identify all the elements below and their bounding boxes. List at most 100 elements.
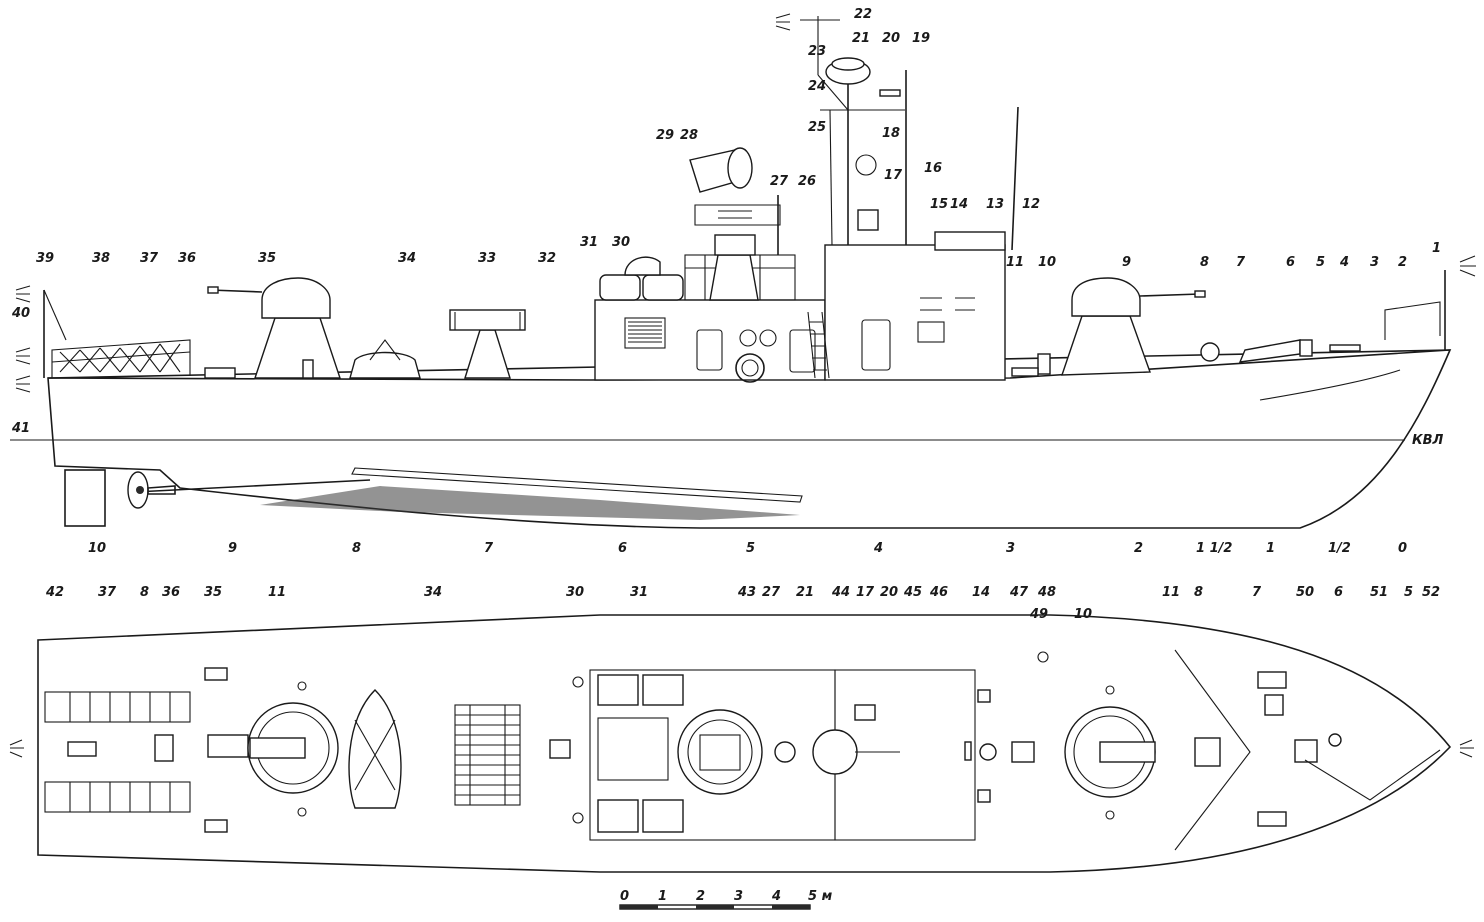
plan-callout-15: 45 bbox=[903, 585, 922, 600]
side-callout-6: 7 bbox=[1236, 255, 1246, 270]
deck-outline bbox=[37, 614, 1452, 873]
station-11: 1/2 bbox=[1328, 541, 1351, 556]
aft-gun-turret bbox=[207, 277, 341, 379]
side-callout-0: 1 bbox=[1432, 241, 1441, 256]
superstructure bbox=[594, 231, 1006, 383]
side-callout-22: 23 bbox=[808, 44, 826, 59]
plan-callout-2: 8 bbox=[140, 585, 149, 600]
fwd-gun-turret bbox=[1061, 277, 1206, 376]
plan-callout-27: 51 bbox=[1370, 585, 1388, 600]
plan-callout-8: 31 bbox=[630, 585, 648, 600]
propeller bbox=[127, 471, 176, 509]
side-callout-12: 13 bbox=[986, 197, 1004, 212]
side-callout-30: 31 bbox=[580, 235, 598, 250]
scale-tick-0: 0 bbox=[620, 889, 629, 904]
side-callout-20: 21 bbox=[852, 31, 870, 46]
side-callout-27: 28 bbox=[680, 128, 698, 143]
light-rays bbox=[15, 13, 1476, 393]
side-callout-11: 12 bbox=[1022, 197, 1040, 212]
scale-tick-1: 1 bbox=[658, 889, 667, 904]
side-callout-21: 22 bbox=[854, 7, 872, 22]
side-callout-10: 11 bbox=[1006, 255, 1024, 270]
plan-callout-13: 17 bbox=[856, 585, 875, 600]
plan-callout-1: 37 bbox=[98, 585, 117, 600]
scale-tick-2: 2 bbox=[696, 889, 705, 904]
plan-callout-3: 36 bbox=[162, 585, 180, 600]
plan-callout-5: 11 bbox=[268, 585, 286, 600]
side-callout-35: 36 bbox=[178, 251, 196, 266]
side-callout-2: 3 bbox=[1370, 255, 1379, 270]
plan-callout-28: 5 bbox=[1404, 585, 1413, 600]
side-callout-26: 27 bbox=[770, 174, 789, 189]
plan-callout-0: 42 bbox=[45, 585, 64, 600]
plan-callout-12: 44 bbox=[831, 585, 850, 600]
bow-line bbox=[1259, 369, 1401, 401]
station-10: 1 bbox=[1266, 541, 1275, 556]
plan-callout-10: 27 bbox=[762, 585, 781, 600]
whip-antenna bbox=[1011, 106, 1019, 251]
keel-shading bbox=[260, 486, 800, 520]
side-callout-8: 9 bbox=[1122, 255, 1131, 270]
deck-ladders-plan bbox=[454, 704, 521, 806]
side-callout-4: 5 bbox=[1316, 255, 1325, 270]
prop-shaft bbox=[134, 479, 371, 493]
station-8: 2 bbox=[1134, 541, 1143, 556]
side-callout-25: 26 bbox=[798, 174, 816, 189]
plan-callout-14: 20 bbox=[880, 585, 898, 600]
plan-callout-21: 10 bbox=[1074, 607, 1092, 622]
side-callout-29: 30 bbox=[612, 235, 630, 250]
plan-callout-17: 14 bbox=[972, 585, 990, 600]
bow-fittings-plan bbox=[1174, 649, 1441, 851]
side-callout-1: 2 bbox=[1398, 255, 1407, 270]
aft-turret-plan bbox=[247, 681, 339, 817]
side-callout-9: 10 bbox=[1038, 255, 1056, 270]
side-callout-24: 25 bbox=[808, 120, 826, 135]
side-callout-38: 39 bbox=[36, 251, 54, 266]
side-callout-18: 19 bbox=[912, 31, 930, 46]
side-view-callouts: 1234567891011121314151617181920212223242… bbox=[11, 7, 1441, 436]
plan-callout-23: 8 bbox=[1194, 585, 1203, 600]
scale-tick-3: 3 bbox=[734, 889, 743, 904]
fwd-turret-plan bbox=[1064, 685, 1156, 820]
plan-callout-29: 52 bbox=[1422, 585, 1440, 600]
side-callout-15: 16 bbox=[924, 161, 942, 176]
winch-stand bbox=[449, 309, 526, 379]
hull-side bbox=[47, 349, 1452, 529]
scale-bar bbox=[619, 904, 811, 910]
side-callout-33: 34 bbox=[398, 251, 416, 266]
deck-fitting-10 bbox=[1037, 353, 1051, 375]
station-9: 1 1/2 bbox=[1196, 541, 1232, 556]
plan-callout-4: 35 bbox=[204, 585, 222, 600]
side-callout-3: 4 bbox=[1339, 255, 1349, 270]
station-3: 7 bbox=[484, 541, 494, 556]
plan-callout-19: 48 bbox=[1037, 585, 1056, 600]
station-2: 8 bbox=[352, 541, 361, 556]
plan-callout-18: 47 bbox=[1009, 585, 1029, 600]
deck-fitting-35 bbox=[204, 367, 236, 379]
side-callout-28: 29 bbox=[656, 128, 674, 143]
side-callout-31: 32 bbox=[538, 251, 556, 266]
side-callout-23: 24 bbox=[808, 79, 826, 94]
side-view: КВЛ bbox=[10, 13, 1476, 529]
plan-callout-24: 7 bbox=[1252, 585, 1262, 600]
side-callout-5: 6 bbox=[1286, 255, 1295, 270]
side-callout-13: 14 bbox=[950, 197, 968, 212]
station-7: 3 bbox=[1006, 541, 1015, 556]
plan-callout-26: 6 bbox=[1334, 585, 1343, 600]
dinghy-side bbox=[349, 339, 421, 379]
rudder bbox=[64, 469, 106, 527]
plan-callout-20: 49 bbox=[1029, 607, 1048, 622]
deck-fitting-aft2 bbox=[302, 359, 314, 379]
side-callout-16: 17 bbox=[884, 168, 903, 183]
dinghy-plan bbox=[348, 689, 402, 809]
deck-fitting-11 bbox=[1011, 367, 1039, 377]
plan-callout-22: 11 bbox=[1162, 585, 1180, 600]
superstructure-plan bbox=[589, 669, 997, 841]
plan-view bbox=[9, 614, 1474, 873]
station-12: 0 bbox=[1398, 541, 1407, 556]
side-callout-39: 40 bbox=[11, 306, 30, 321]
side-callout-40: 41 bbox=[11, 421, 30, 436]
